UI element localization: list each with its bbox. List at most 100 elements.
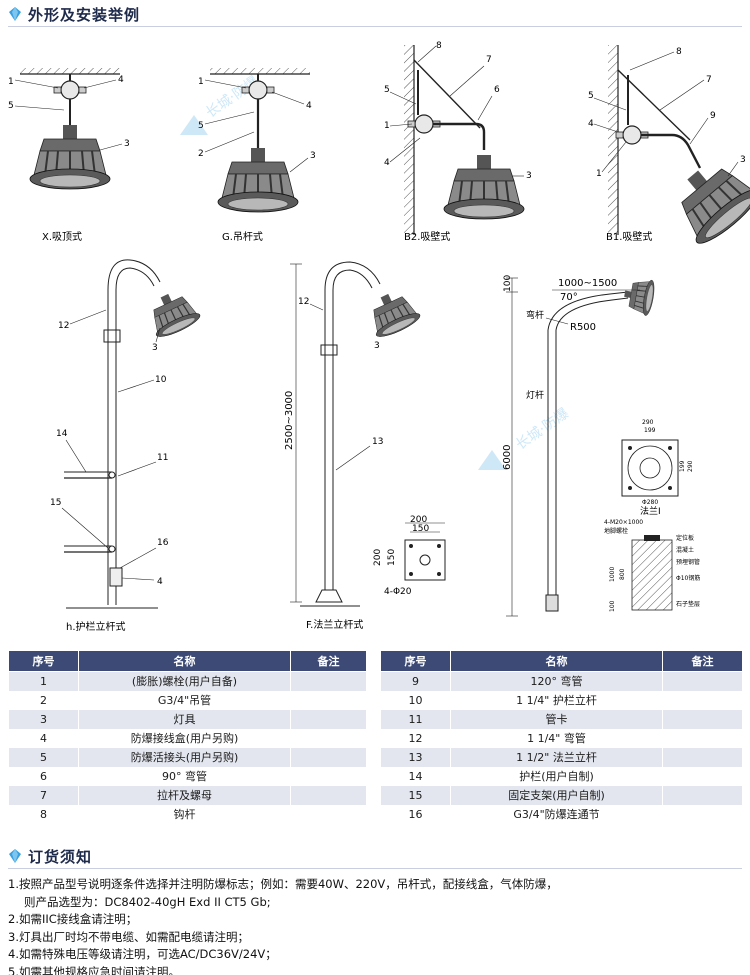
svg-text:石子垫层: 石子垫层 bbox=[676, 600, 700, 608]
svg-text:R500: R500 bbox=[570, 322, 596, 333]
diamond-icon bbox=[9, 849, 21, 863]
svg-text:4-Φ20: 4-Φ20 bbox=[384, 587, 412, 597]
watermark-text: 长城·防爆 bbox=[513, 405, 572, 453]
svg-text:2: 2 bbox=[198, 149, 204, 159]
svg-text:1: 1 bbox=[384, 121, 390, 131]
note-line: 2.如需IIC接线盒请注明； bbox=[8, 912, 138, 926]
svg-text:3: 3 bbox=[526, 171, 532, 181]
figure-flange-pole: 2500~3000 12 3 13 200 150 200 150 4-Φ20 … bbox=[284, 261, 446, 631]
svg-text:混凝土: 混凝土 bbox=[676, 546, 694, 554]
svg-text:3: 3 bbox=[740, 155, 746, 165]
dim-pole-height: 2500~3000 bbox=[284, 391, 295, 450]
caption-g: G.吊杆式 bbox=[222, 230, 263, 243]
figure-guardrail-pole: 12 3 10 14 11 15 16 4 h.护栏立杆式 bbox=[50, 259, 203, 633]
section-header-appearance: 外形及安装举例 bbox=[8, 2, 742, 27]
svg-text:12: 12 bbox=[58, 321, 69, 331]
svg-text:150: 150 bbox=[412, 524, 429, 534]
svg-text:70°: 70° bbox=[560, 292, 578, 303]
svg-text:5: 5 bbox=[8, 101, 14, 111]
installation-drawings: 长城·防爆 长城·防爆 1 4 5 3 X.吸顶式 1 4 5 2 bbox=[8, 41, 750, 633]
note-line: 5.如需其他规格应急时间请注明。 bbox=[8, 964, 180, 975]
figure-wall-mount-b2: 8 7 5 6 1 4 3 B2.吸壁式 bbox=[384, 41, 532, 243]
note-line: 3.灯具出厂时均不带电缆、如需配电缆请注明； bbox=[8, 929, 249, 944]
svg-text:11: 11 bbox=[157, 453, 168, 463]
svg-text:预埋钢管: 预埋钢管 bbox=[676, 558, 700, 566]
header-no: 序号 bbox=[8, 650, 79, 672]
svg-text:8: 8 bbox=[676, 47, 682, 57]
svg-text:5: 5 bbox=[384, 85, 390, 95]
header-note: 备注 bbox=[662, 650, 743, 672]
svg-text:8: 8 bbox=[436, 41, 442, 51]
svg-text:15: 15 bbox=[50, 498, 61, 508]
header-no: 序号 bbox=[380, 650, 451, 672]
svg-text:7: 7 bbox=[486, 55, 492, 65]
svg-text:13: 13 bbox=[372, 437, 383, 447]
note-line: 4.如需特殊电压等级请注明，可选AC/DC36V/24V； bbox=[8, 947, 277, 961]
svg-text:10: 10 bbox=[155, 375, 167, 385]
section-title: 外形及安装举例 bbox=[28, 5, 141, 24]
svg-text:5: 5 bbox=[198, 121, 204, 131]
diamond-icon bbox=[9, 7, 21, 21]
note-line: 1.按照产品型号说明逐条件选择并注明防爆标志；例如：需要40W、220V，吊杆式… bbox=[8, 877, 558, 891]
svg-text:7: 7 bbox=[706, 75, 712, 85]
svg-text:1000~1500: 1000~1500 bbox=[558, 278, 617, 289]
svg-text:199: 199 bbox=[679, 460, 686, 472]
watermark-logo: 长城·防爆 长城·防爆 bbox=[180, 73, 572, 470]
svg-text:1: 1 bbox=[596, 169, 602, 179]
ordering-notes: 1.按照产品型号说明逐条件选择并注明防爆标志；例如：需要40W、220V，吊杆式… bbox=[8, 876, 742, 975]
flange-caption: 法兰I bbox=[640, 505, 661, 517]
figure-pendant-mount: 1 4 5 2 3 G.吊杆式 bbox=[198, 68, 316, 243]
svg-text:6000: 6000 bbox=[502, 445, 513, 470]
svg-text:4: 4 bbox=[384, 158, 390, 168]
caption-x: X.吸顶式 bbox=[42, 230, 82, 243]
svg-text:3: 3 bbox=[152, 343, 158, 353]
svg-text:3: 3 bbox=[124, 139, 130, 149]
svg-text:200: 200 bbox=[410, 515, 427, 525]
svg-text:200: 200 bbox=[373, 549, 383, 566]
svg-text:100: 100 bbox=[503, 275, 513, 292]
section-header-ordering: 订货须知 bbox=[8, 844, 742, 869]
caption-h: h.护栏立杆式 bbox=[66, 620, 126, 633]
header-name: 名称 bbox=[450, 650, 663, 672]
figure-street-pole: 100 6000 1000~1500 70° R500 弯杆 灯杆 290 19… bbox=[502, 275, 700, 617]
svg-text:150: 150 bbox=[387, 549, 397, 566]
svg-text:199: 199 bbox=[644, 427, 656, 434]
caption-b2: B2.吸壁式 bbox=[404, 230, 450, 243]
svg-text:290: 290 bbox=[687, 460, 694, 472]
header-note: 备注 bbox=[290, 650, 367, 672]
figure-wall-mount-b1: 8 7 5 9 4 1 3 B1.吸壁式 bbox=[588, 45, 750, 251]
svg-text:100: 100 bbox=[609, 600, 616, 612]
svg-text:地脚螺栓: 地脚螺栓 bbox=[604, 527, 628, 535]
svg-text:弯杆: 弯杆 bbox=[526, 309, 544, 321]
svg-text:灯杆: 灯杆 bbox=[526, 389, 544, 401]
svg-text:1: 1 bbox=[8, 77, 14, 87]
caption-b1: B1.吸壁式 bbox=[606, 230, 652, 243]
svg-text:6: 6 bbox=[494, 85, 500, 95]
svg-text:16: 16 bbox=[157, 538, 169, 548]
svg-text:9: 9 bbox=[710, 111, 716, 121]
note-line: 则产品选型为：DC8402-40gH Exd II CT5 Gb; bbox=[24, 894, 271, 909]
svg-text:4: 4 bbox=[306, 101, 312, 111]
svg-text:800: 800 bbox=[619, 568, 626, 580]
svg-text:3: 3 bbox=[310, 151, 316, 161]
svg-text:4: 4 bbox=[118, 75, 124, 85]
svg-text:1: 1 bbox=[198, 77, 204, 87]
svg-text:Φ280: Φ280 bbox=[642, 499, 658, 506]
svg-text:14: 14 bbox=[56, 429, 68, 439]
